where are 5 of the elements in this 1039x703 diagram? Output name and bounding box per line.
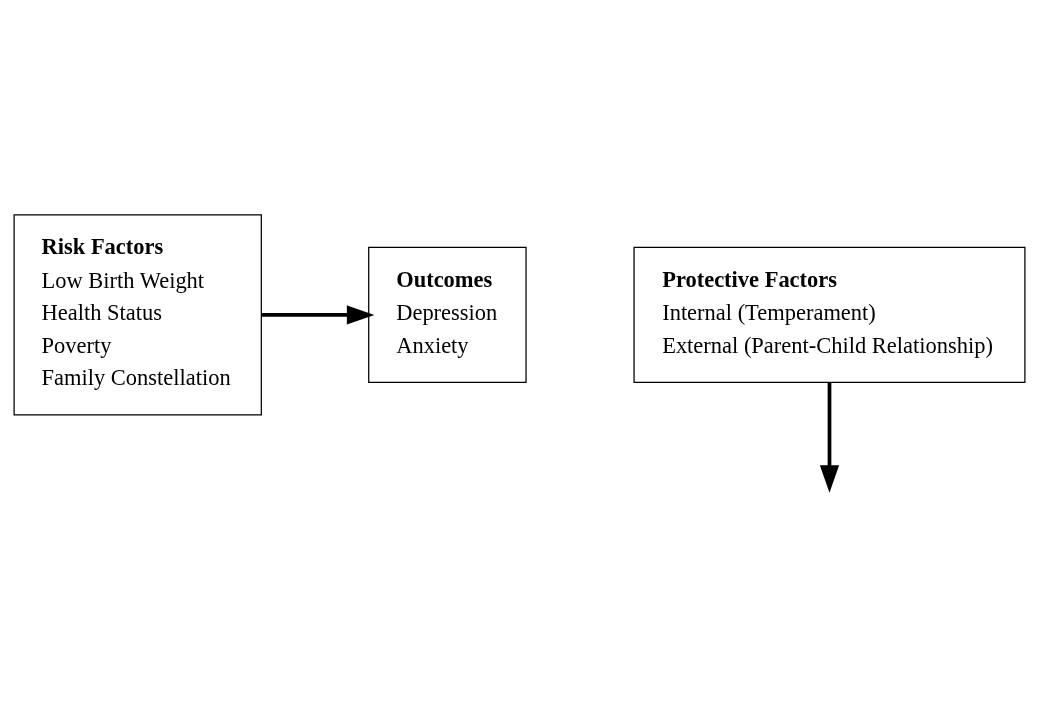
arrow bbox=[261, 304, 375, 325]
node-box: Protective Factors Internal (Temperament) External (Parent-Child Relationship) bbox=[633, 246, 1026, 383]
node-box: Outcomes Depression Anxiety bbox=[368, 246, 527, 383]
node-box: Risk Factors Low Birth Weight Health Status Poverty Family Constellation bbox=[13, 213, 262, 415]
arrow bbox=[819, 382, 840, 493]
